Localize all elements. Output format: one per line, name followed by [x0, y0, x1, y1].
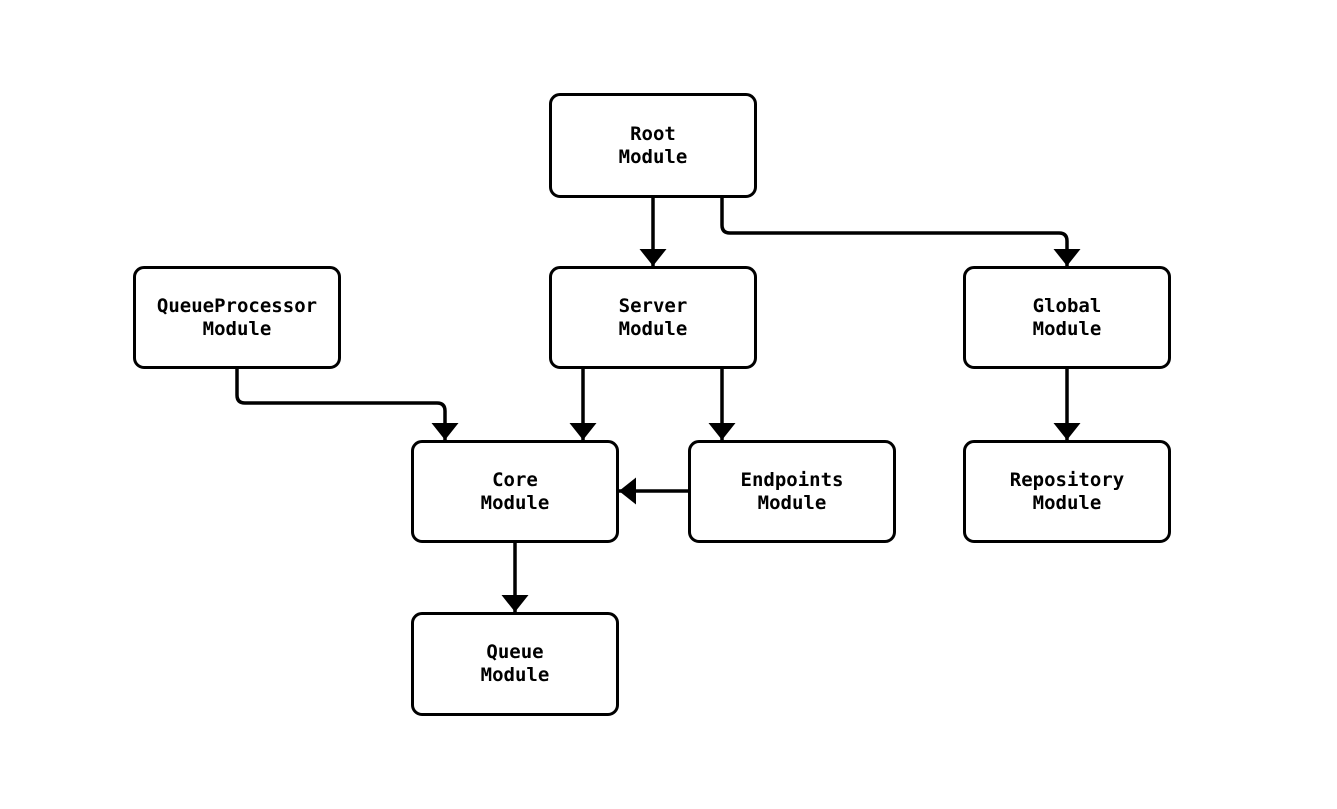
node-label: Global Module: [1032, 294, 1102, 340]
node-core-module: Core Module: [411, 440, 619, 543]
node-label: Repository Module: [1009, 468, 1125, 514]
edge-root-to-global: [720, 198, 1081, 266]
node-label: Queue Module: [480, 641, 550, 686]
edge-queueprocessor-to-core: [235, 369, 459, 440]
node-label: QueueProcessor Module: [156, 294, 318, 340]
node-endpoints-module: Endpoints Module: [688, 440, 896, 543]
node-server-module: Server Module: [549, 266, 757, 369]
node-queueprocessor-module: QueueProcessor Module: [133, 266, 341, 369]
node-label: Endpoints Module: [740, 468, 844, 514]
node-repository-module: Repository Module: [963, 440, 1171, 543]
node-global-module: Global Module: [963, 266, 1171, 369]
node-label: Root Module: [618, 122, 688, 168]
node-queue-module: Queue Module: [411, 612, 619, 716]
node-label: Server Module: [618, 294, 688, 340]
node-label: Core Module: [480, 468, 550, 514]
node-root-module: Root Module: [549, 93, 757, 198]
